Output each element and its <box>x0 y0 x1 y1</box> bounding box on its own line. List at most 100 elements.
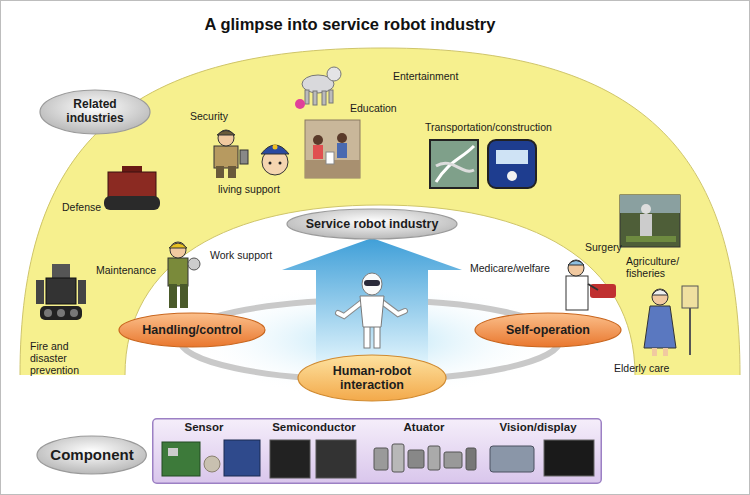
guard-tool <box>240 150 248 164</box>
robot-leg <box>364 326 370 348</box>
worker-helmet <box>169 243 187 248</box>
worker-head <box>170 242 186 258</box>
dog-leg <box>329 90 333 103</box>
dog-head <box>327 67 341 81</box>
industry-label: Surgery <box>585 241 622 253</box>
child-head <box>337 133 347 143</box>
ellipse-outline <box>37 436 146 474</box>
guard-leg <box>216 166 224 178</box>
road <box>436 163 474 171</box>
wheel <box>44 309 52 317</box>
component-photo <box>408 450 424 468</box>
sign <box>682 286 698 308</box>
component-label: Sensor <box>185 421 224 434</box>
ellipse-outline <box>475 313 621 347</box>
component-photo <box>392 444 404 472</box>
industry-label: Maintenance <box>96 264 156 276</box>
arc-edge <box>20 48 740 375</box>
component-band: Sensor Semiconductor Atuator Vision/display <box>152 418 602 484</box>
component-photo <box>316 440 356 478</box>
node-label: Human-robot interaction <box>318 364 426 393</box>
vehicle-picture <box>488 140 536 188</box>
node-label: Component <box>50 446 133 463</box>
component-label: Semiconductor <box>272 421 356 434</box>
ellipse-outline <box>298 355 446 401</box>
robot-leg <box>374 326 380 348</box>
small-robot <box>326 152 334 164</box>
vehicle-screen <box>496 150 528 164</box>
road-picture <box>430 140 478 188</box>
dog-leg <box>313 91 317 105</box>
component-photo <box>374 448 388 470</box>
worker-leg <box>169 284 177 308</box>
robot-arm <box>382 302 405 314</box>
function-ellipse: Self-operation <box>474 312 622 348</box>
road <box>436 146 474 182</box>
component-photo <box>444 452 462 468</box>
node-label: Service robot industry <box>306 217 439 231</box>
dog-leg <box>322 91 326 105</box>
industry-label: Defense <box>62 201 101 213</box>
industry-label: Agriculture/ fisheries <box>626 255 688 279</box>
fire-robot-body <box>46 278 76 304</box>
industry-label: Security <box>190 110 228 122</box>
guard-cap <box>217 131 235 136</box>
fire-robot-track <box>40 306 82 320</box>
category-ellipse: Related industries <box>39 89 151 135</box>
robot-arm <box>382 302 405 314</box>
child-head <box>313 135 323 145</box>
node-label: Related industries <box>59 98 131 126</box>
diagram-title: A glimpse into service robot industry <box>0 15 700 34</box>
industry-label: living support <box>218 183 280 195</box>
industry-label: Work support <box>210 249 272 261</box>
toy-ball <box>295 99 305 109</box>
carer-head <box>652 289 668 305</box>
photo-sky <box>620 195 680 213</box>
function-ellipse: Human-robot interaction <box>297 354 447 402</box>
agriculture-photo <box>620 195 680 247</box>
surgeon-coat <box>566 276 588 310</box>
band-outline <box>153 419 602 484</box>
component-photo <box>270 440 310 478</box>
industry-label: Fire and disaster prevention <box>30 340 92 376</box>
worker-leg <box>180 284 188 308</box>
industry-label: Entertainment <box>393 70 458 82</box>
robot-arm <box>338 302 362 316</box>
component-photo <box>168 448 178 456</box>
fire-robot-arm <box>36 280 44 304</box>
guard-leg <box>228 166 236 178</box>
component-photo <box>544 440 594 476</box>
ellipse-outline <box>119 313 265 347</box>
dog-leg <box>305 90 309 104</box>
industry-ellipse: Service robot industry <box>286 208 458 240</box>
industry-label: Education <box>350 102 397 114</box>
surgeon-cap <box>568 261 584 266</box>
industry-label: Elderly care <box>614 362 669 374</box>
component-photo <box>224 440 260 476</box>
vehicle-body <box>108 172 156 198</box>
component-photo <box>162 442 200 476</box>
gear <box>188 258 200 270</box>
wheel <box>70 309 78 317</box>
robot-arm <box>338 302 362 316</box>
node-label: Handling/control <box>142 323 241 337</box>
node-label: Self-operation <box>506 323 590 337</box>
farm-robot <box>640 214 652 238</box>
guard-head <box>218 130 234 146</box>
component-label: Atuator <box>404 421 445 434</box>
carer-hair <box>652 290 668 296</box>
surgery-chair <box>590 284 616 298</box>
education-photo <box>305 120 360 178</box>
industry-arc <box>20 48 740 375</box>
sign-pole <box>689 308 691 355</box>
component-photo <box>466 448 476 470</box>
robot-head <box>362 273 382 295</box>
component-label: Vision/display <box>499 421 576 434</box>
robot-visor <box>364 280 380 286</box>
vehicle-light <box>507 171 517 181</box>
police-eye <box>279 162 282 165</box>
child-body <box>337 143 347 158</box>
ellipse-outline <box>40 90 150 134</box>
category-ellipse: Component <box>36 435 147 475</box>
